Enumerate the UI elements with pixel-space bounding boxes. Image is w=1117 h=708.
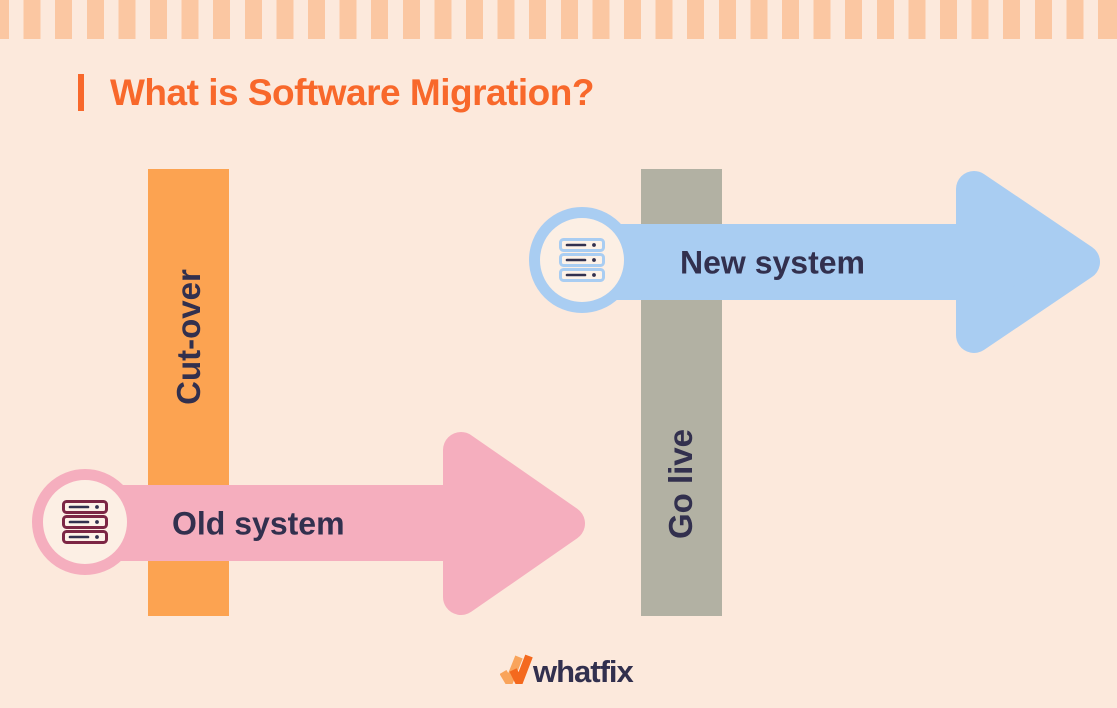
- whatfix-logo-icon: [500, 654, 533, 684]
- whatfix-logo: whatfix: [500, 648, 634, 689]
- server-stack-icon: [559, 237, 605, 282]
- golive-label: Go live: [662, 428, 700, 540]
- whatfix-wordmark: whatfix: [533, 653, 634, 689]
- new-system-arrow: [582, 171, 1100, 353]
- new-system-icon-badge: [529, 207, 635, 313]
- server-stack-icon: [62, 499, 108, 544]
- cutover-label-wrap: Cut-over: [148, 169, 229, 505]
- old-system-label: Old system: [172, 505, 345, 542]
- old-system-icon-badge: [32, 469, 138, 575]
- new-system-label: New system: [680, 244, 865, 281]
- page-title: What is Software Migration?: [110, 72, 594, 113]
- cutover-label: Cut-over: [169, 269, 207, 405]
- golive-label-wrap: Go live: [641, 352, 722, 616]
- title-accent-bar: [78, 74, 84, 111]
- old-system-arrow: [85, 432, 585, 615]
- striped-banner: [0, 0, 1117, 39]
